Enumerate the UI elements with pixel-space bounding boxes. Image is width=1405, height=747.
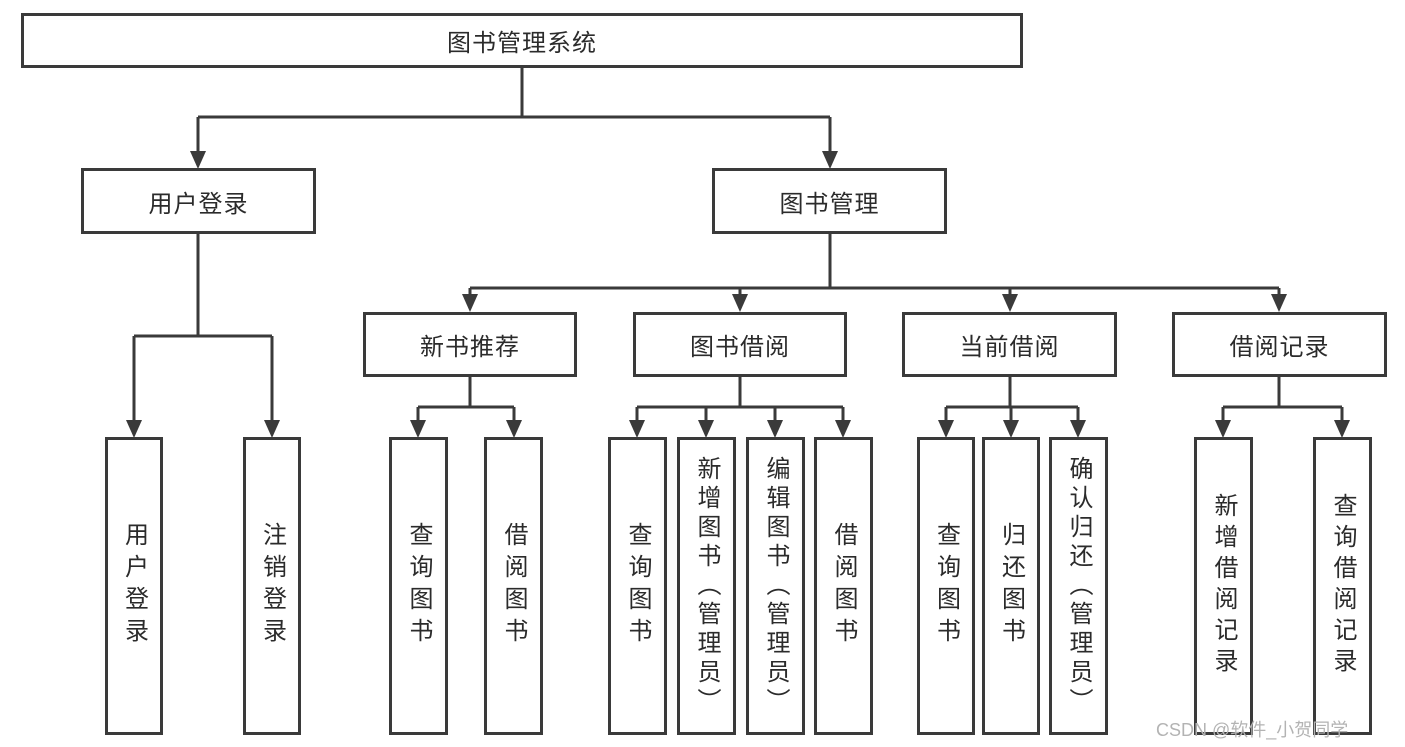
leaf-borrow-books-2: 借阅图书 <box>814 437 873 735</box>
node-new-book-recommend: 新书推荐 <box>363 312 577 377</box>
node-label: 归还图书 <box>997 522 1025 650</box>
node-label: 注销登录 <box>258 522 286 650</box>
node-label: 查询借阅记录 <box>1329 493 1356 679</box>
node-label: 确认归还（管理员） <box>1065 455 1092 717</box>
leaf-confirm-return-admin: 确认归还（管理员） <box>1049 437 1108 735</box>
node-label: 用户登录 <box>148 190 249 218</box>
node-label: 借阅图书 <box>830 522 857 650</box>
node-label: 借阅记录 <box>1229 334 1330 361</box>
node-label: 图书借阅 <box>690 334 790 361</box>
node-label: 图书管理系统 <box>447 30 597 57</box>
node-book-management: 图书管理 <box>712 168 947 234</box>
node-label: 编辑图书（管理员） <box>762 455 789 717</box>
node-book-borrowing: 图书借阅 <box>633 312 847 377</box>
node-label: 查询图书 <box>624 522 651 650</box>
leaf-borrow-books-1: 借阅图书 <box>484 437 543 735</box>
node-label: 用户登录 <box>120 522 148 650</box>
leaf-add-book-admin: 新增图书（管理员） <box>677 437 736 735</box>
node-user-login-group: 用户登录 <box>81 168 316 234</box>
csdn-watermark: CSDN @软件_小贺同学 <box>1156 720 1349 740</box>
leaf-logout: 注销登录 <box>243 437 301 735</box>
leaf-return-books: 归还图书 <box>982 437 1040 735</box>
node-borrowing-records: 借阅记录 <box>1172 312 1387 377</box>
node-label: 新增图书（管理员） <box>693 455 720 717</box>
node-label: 查询图书 <box>932 522 960 650</box>
leaf-edit-book-admin: 编辑图书（管理员） <box>746 437 805 735</box>
node-label: 图书管理 <box>779 190 880 218</box>
leaf-query-books-2: 查询图书 <box>608 437 667 735</box>
node-label: 新书推荐 <box>420 334 520 361</box>
leaf-user-login: 用户登录 <box>105 437 163 735</box>
node-label: 借阅图书 <box>500 522 527 650</box>
leaf-query-books-3: 查询图书 <box>917 437 975 735</box>
node-system-root: 图书管理系统 <box>21 13 1023 68</box>
leaf-query-books-1: 查询图书 <box>389 437 448 735</box>
node-label: 查询图书 <box>405 522 432 650</box>
node-label: 当前借阅 <box>959 334 1060 361</box>
node-label: 新增借阅记录 <box>1210 493 1237 679</box>
node-current-borrowing: 当前借阅 <box>902 312 1117 377</box>
leaf-add-borrow-record: 新增借阅记录 <box>1194 437 1253 735</box>
leaf-query-borrow-record: 查询借阅记录 <box>1313 437 1372 735</box>
